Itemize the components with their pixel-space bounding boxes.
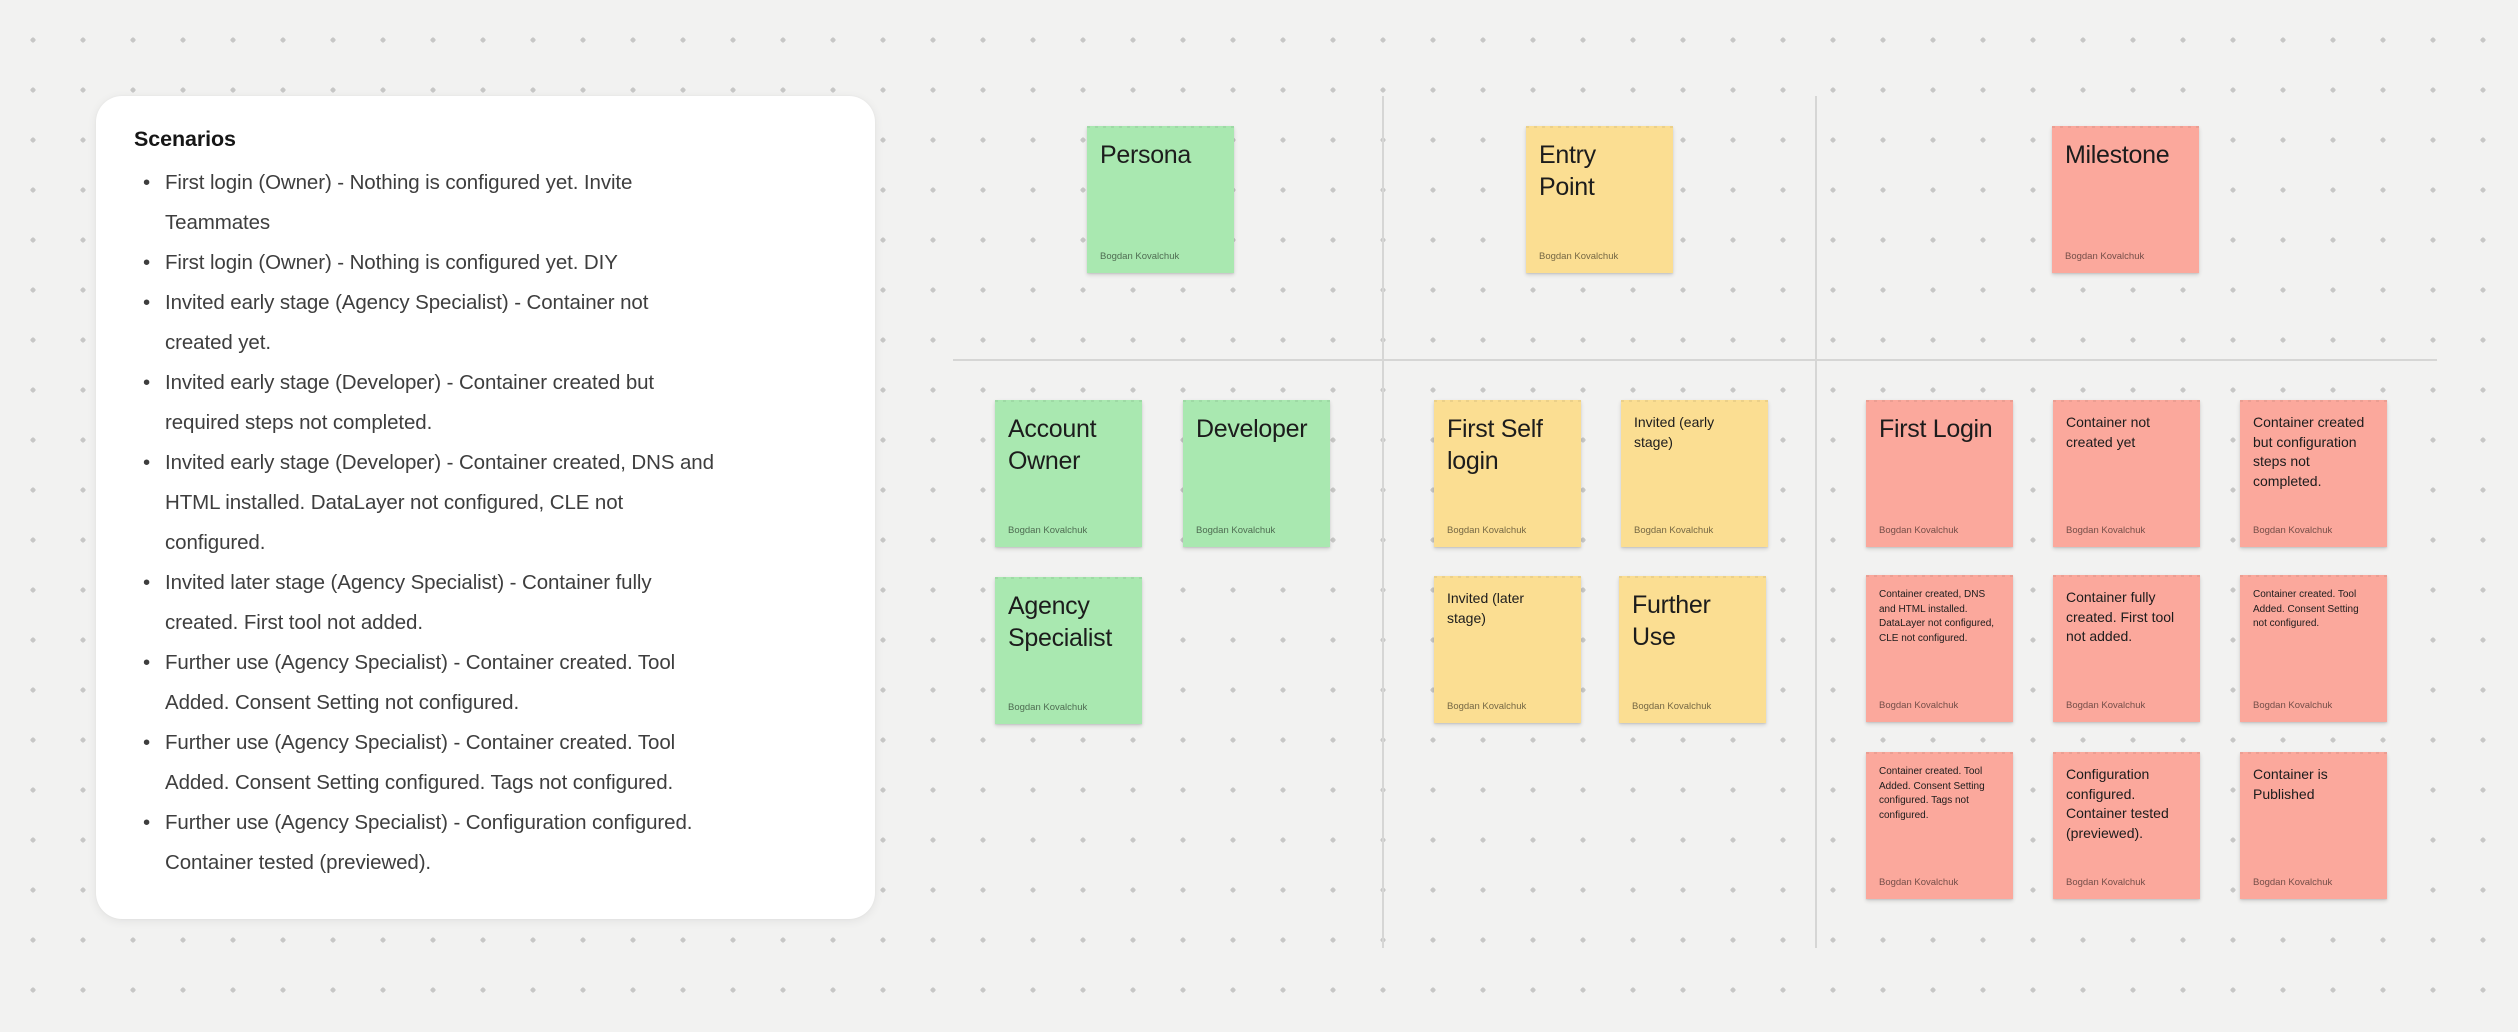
sticky-note-text: Milestone xyxy=(2065,141,2170,169)
sticky-note-author: Bogdan Kovalchuk xyxy=(2065,251,2145,262)
scenario-item: Further use (Agency Specialist) - Contai… xyxy=(134,643,794,723)
sticky-note-text: Further Use xyxy=(1632,591,1711,651)
sticky-note-author: Bogdan Kovalchuk xyxy=(1879,525,1959,536)
scenario-item: Further use (Agency Specialist) - Config… xyxy=(134,803,794,883)
sticky-note-text: Container created. Tool Added. Consent S… xyxy=(2253,589,2359,629)
sticky-note-text: Container created. Tool Added. Consent S… xyxy=(1879,766,1985,821)
sticky-note-text: Invited (early stage) xyxy=(1634,414,1715,450)
sticky-note-text: Persona xyxy=(1100,141,1192,169)
sticky-note-author: Bogdan Kovalchuk xyxy=(1196,525,1276,536)
scenarios-title: Scenarios xyxy=(134,127,236,151)
scenarios-card[interactable]: Scenarios First login (Owner) - Nothing … xyxy=(96,96,875,919)
sticky-note-author: Bogdan Kovalchuk xyxy=(1634,525,1714,536)
sticky-note-author: Bogdan Kovalchuk xyxy=(2066,525,2146,536)
sticky-note-author: Bogdan Kovalchuk xyxy=(1879,877,1959,888)
sticky-note-author: Bogdan Kovalchuk xyxy=(2253,700,2333,711)
sticky-note[interactable]: Container created, DNS and HTML installe… xyxy=(1866,575,2013,722)
sticky-note-author: Bogdan Kovalchuk xyxy=(1447,525,1527,536)
sticky-note-author: Bogdan Kovalchuk xyxy=(1008,525,1088,536)
sticky-note-author: Bogdan Kovalchuk xyxy=(2253,525,2333,536)
sticky-note[interactable]: Container created. Tool Added. Consent S… xyxy=(2240,575,2387,722)
sticky-note-author: Bogdan Kovalchuk xyxy=(2066,700,2146,711)
sticky-note-author: Bogdan Kovalchuk xyxy=(2253,877,2333,888)
sticky-note[interactable]: Configuration configured. Container test… xyxy=(2053,752,2200,899)
sticky-note-author: Bogdan Kovalchuk xyxy=(1539,251,1619,262)
sticky-note-author: Bogdan Kovalchuk xyxy=(1008,702,1088,713)
scenario-item: Invited early stage (Developer) - Contai… xyxy=(134,363,794,443)
sticky-note-text: Invited (later stage) xyxy=(1447,590,1525,626)
sticky-note-text: First Login xyxy=(1879,415,1993,443)
sticky-note-author: Bogdan Kovalchuk xyxy=(1447,701,1527,712)
sticky-note[interactable]: Invited (early stage) Bogdan Kovalchuk xyxy=(1621,400,1768,547)
scenario-item: Invited early stage (Agency Specialist) … xyxy=(134,283,794,363)
sticky-note-text: Account Owner xyxy=(1008,415,1097,475)
scenario-item: First login (Owner) - Nothing is configu… xyxy=(134,243,794,283)
sticky-note[interactable]: Container created. Tool Added. Consent S… xyxy=(1866,752,2013,899)
sticky-note[interactable]: Container fully created. First tool not … xyxy=(2053,575,2200,722)
sticky-note-author: Bogdan Kovalchuk xyxy=(1100,251,1180,262)
sticky-note-text: Agency Specialist xyxy=(1008,592,1112,652)
sticky-note-author: Bogdan Kovalchuk xyxy=(2066,877,2146,888)
section-divider-vertical-2[interactable] xyxy=(1815,96,1817,948)
scenario-list: First login (Owner) - Nothing is configu… xyxy=(134,163,794,883)
sticky-note-text: Container created, DNS and HTML installe… xyxy=(1879,589,1995,644)
sticky-note[interactable]: Invited (later stage) Bogdan Kovalchuk xyxy=(1434,576,1581,723)
section-divider-horizontal[interactable] xyxy=(953,359,2437,361)
scenario-item: Further use (Agency Specialist) - Contai… xyxy=(134,723,794,803)
sticky-note-text: Configuration configured. Container test… xyxy=(2066,766,2169,841)
sticky-note-text: Container created but configuration step… xyxy=(2253,414,2365,489)
sticky-note-author: Bogdan Kovalchuk xyxy=(1632,701,1712,712)
section-divider-vertical-1[interactable] xyxy=(1382,96,1384,948)
scenario-item: First login (Owner) - Nothing is configu… xyxy=(134,163,794,243)
sticky-note-text: Container is Published xyxy=(2253,766,2328,802)
scenario-item: Invited later stage (Agency Specialist) … xyxy=(134,563,794,643)
sticky-note[interactable]: Container created but configuration step… xyxy=(2240,400,2387,547)
sticky-note-text: Entry Point xyxy=(1539,141,1596,201)
sticky-note-author: Bogdan Kovalchuk xyxy=(1879,700,1959,711)
sticky-note-text: First Self login xyxy=(1447,415,1543,475)
sticky-note-text: Container fully created. First tool not … xyxy=(2066,589,2175,644)
sticky-note-text: Container not created yet xyxy=(2066,414,2151,450)
scenario-item: Invited early stage (Developer) - Contai… xyxy=(134,443,794,563)
sticky-note-text: Developer xyxy=(1196,415,1308,443)
